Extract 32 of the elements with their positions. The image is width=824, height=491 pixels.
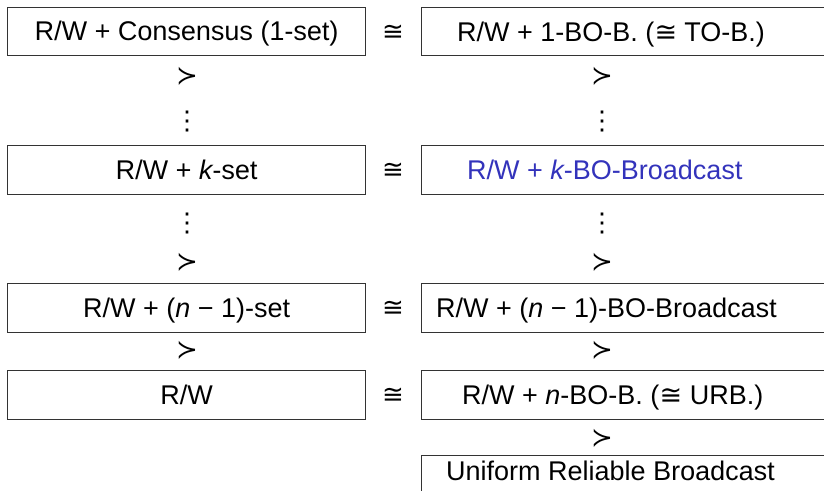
vertical-ellipsis: ⋮ xyxy=(589,210,615,236)
congruence-symbol: ≅ xyxy=(382,19,404,45)
process-box xyxy=(421,370,824,420)
succeeds-symbol: ≻ xyxy=(176,249,198,275)
process-box xyxy=(421,7,824,56)
box-label: R/W xyxy=(160,380,213,410)
box-label: R/W + (n − 1)-set xyxy=(82,292,290,324)
box-label: R/W + k-BO-Broadcast xyxy=(467,154,742,186)
succeeds-symbol: ≻ xyxy=(591,63,613,89)
succeeds-symbol: ≻ xyxy=(591,425,613,451)
succeeds-symbol: ≻ xyxy=(176,63,198,89)
congruence-symbol: ≅ xyxy=(382,295,404,321)
vertical-ellipsis: ⋮ xyxy=(589,108,615,134)
congruence-symbol: ≅ xyxy=(382,382,404,408)
succeeds-symbol: ≻ xyxy=(176,337,198,363)
process-box xyxy=(421,145,824,195)
vertical-ellipsis: ⋮ xyxy=(174,210,200,236)
box-label: R/W + Consensus (1-set) xyxy=(34,16,338,47)
box-label: R/W + k-set xyxy=(116,154,258,186)
box-label: R/W + n-BO-B. (≅ URB.) xyxy=(462,379,764,411)
process-box xyxy=(7,145,366,195)
process-box xyxy=(7,370,366,420)
succeeds-symbol: ≻ xyxy=(591,249,613,275)
succeeds-symbol: ≻ xyxy=(591,337,613,363)
process-box xyxy=(7,283,366,333)
process-box xyxy=(7,7,366,56)
box-label: Uniform Reliable Broadcast xyxy=(446,456,775,487)
box-label: R/W + 1-BO-B. (≅ TO-B.) xyxy=(457,16,765,48)
process-box xyxy=(421,283,824,333)
vertical-ellipsis: ⋮ xyxy=(174,108,200,134)
box-label: R/W + (n − 1)-BO-Broadcast xyxy=(436,292,777,324)
congruence-symbol: ≅ xyxy=(382,157,404,183)
